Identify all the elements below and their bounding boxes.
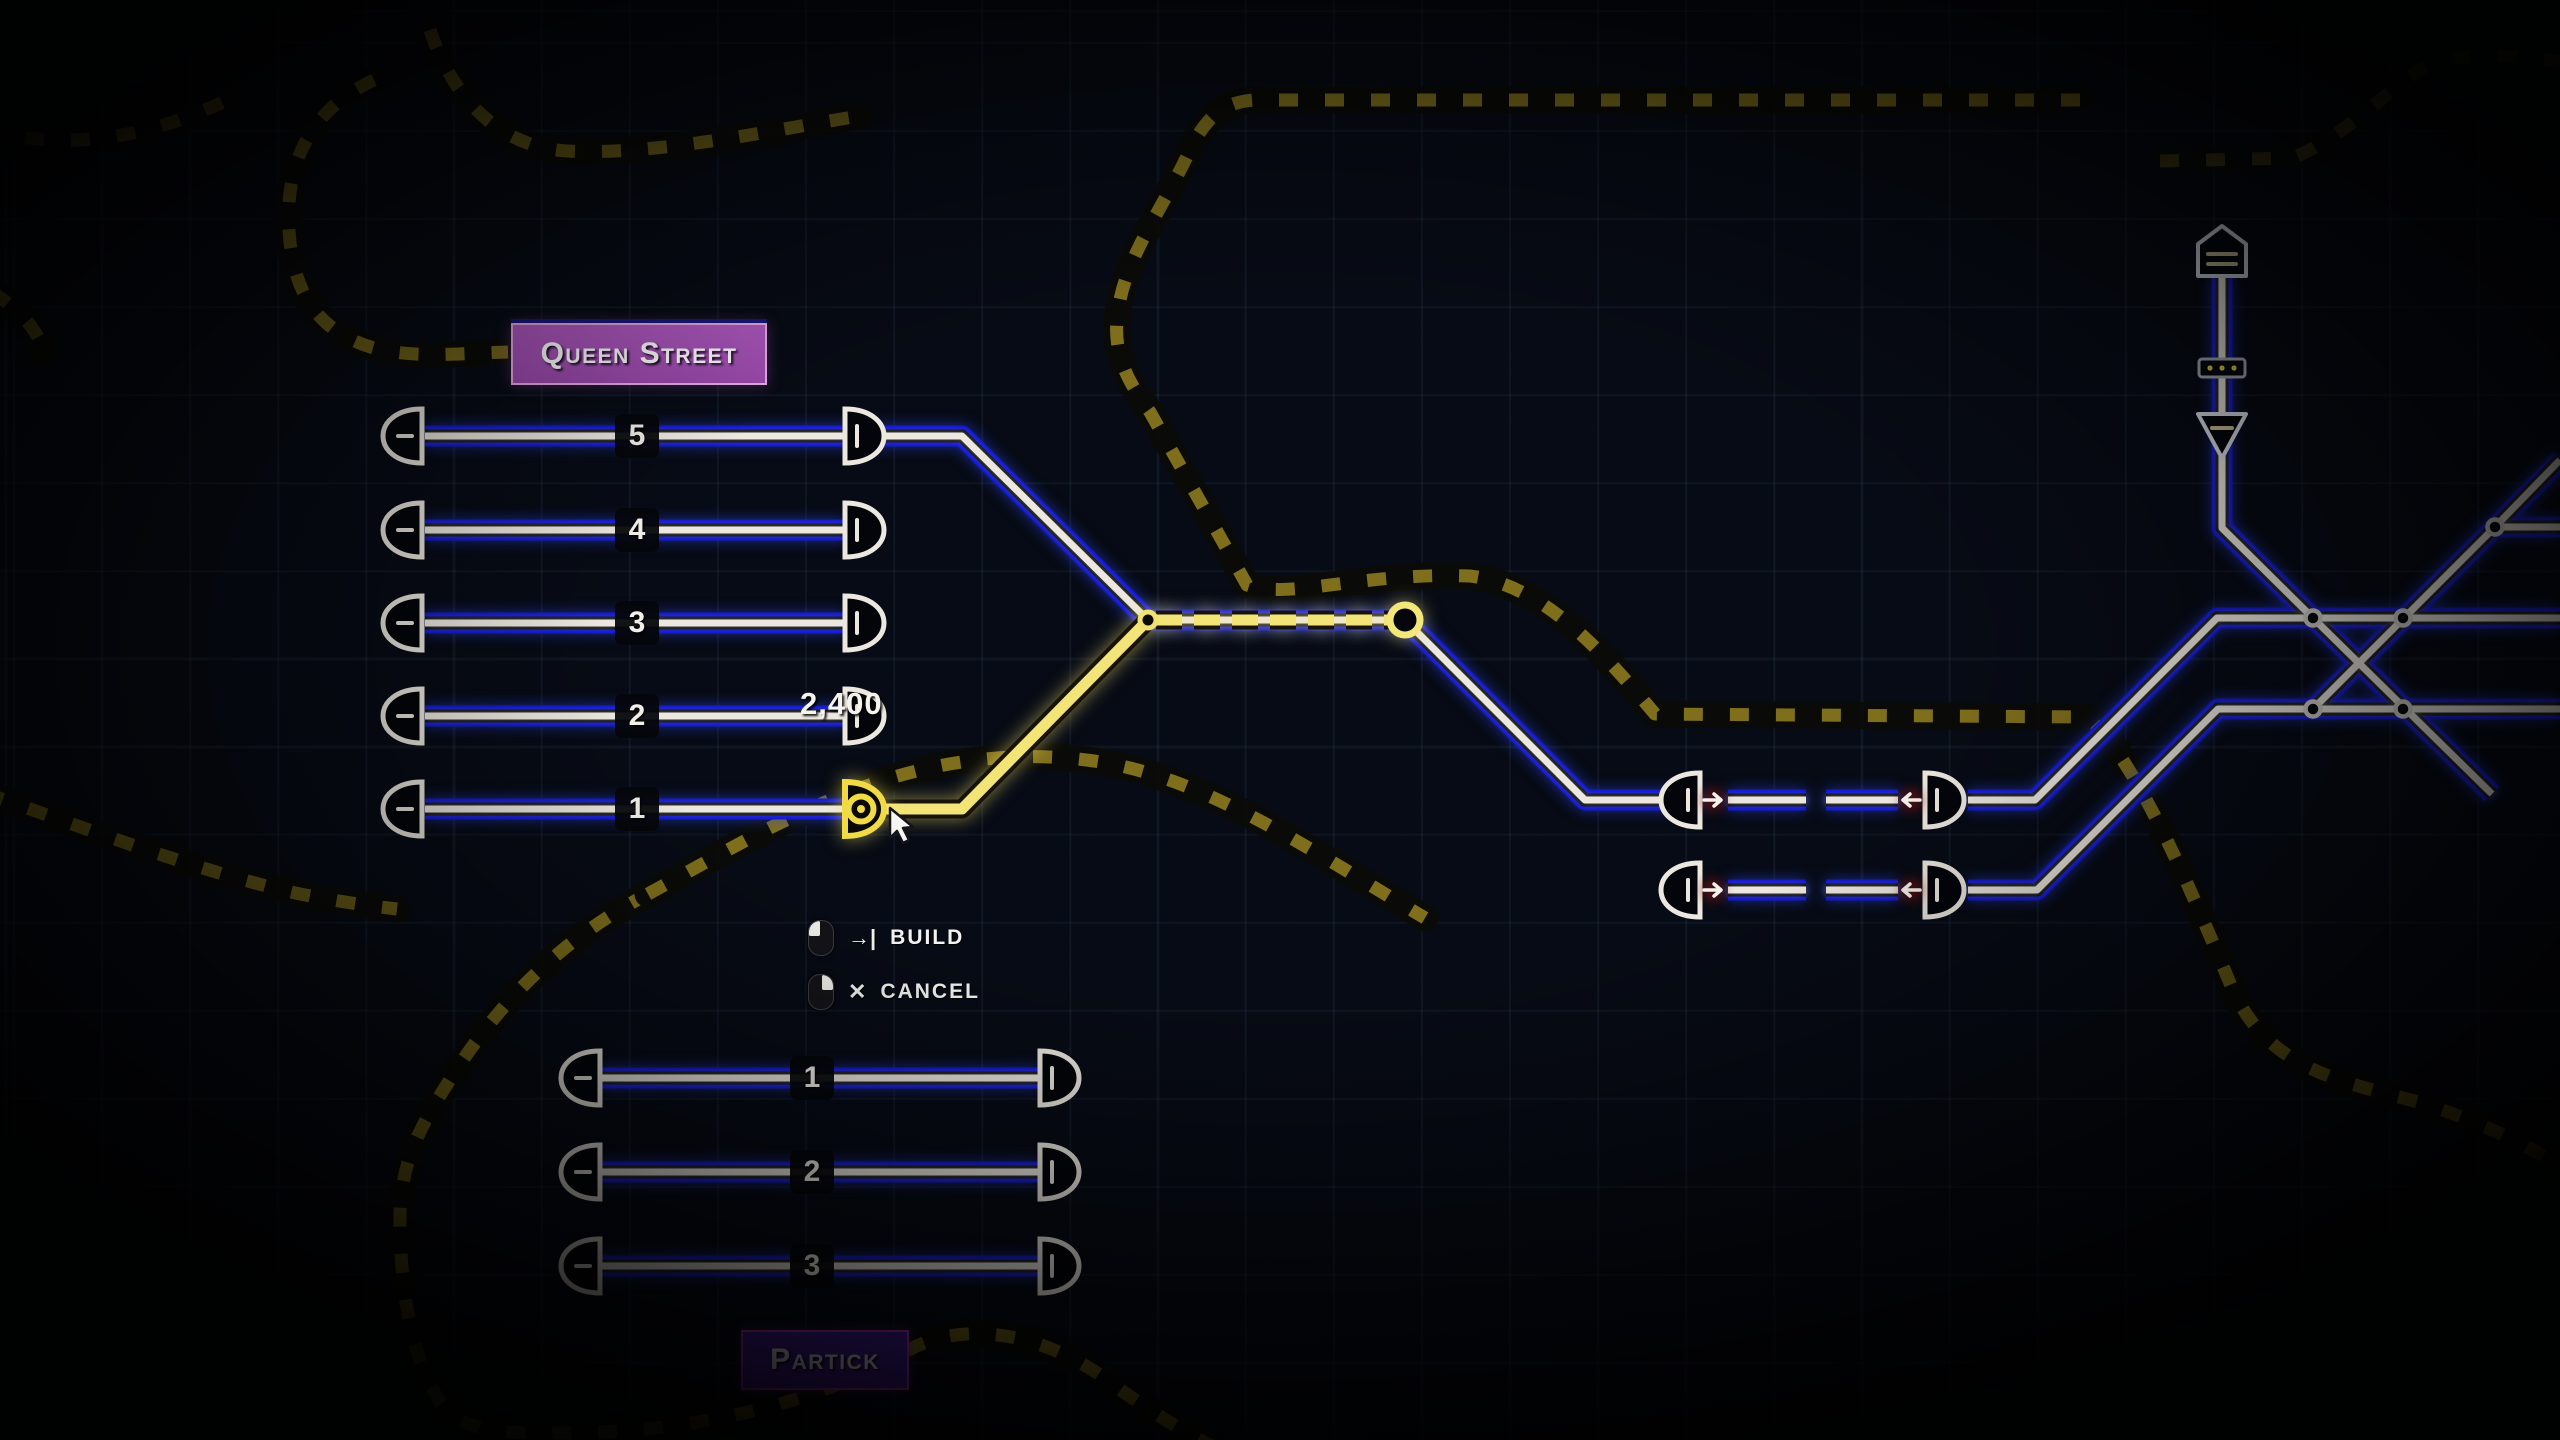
endpoint-partick-2-right[interactable]: [1040, 1145, 1079, 1199]
endpoint-queen-4-left[interactable]: [383, 503, 422, 557]
platform-number-queen-2: 2: [615, 694, 659, 738]
endpoint-queen-4-right[interactable]: [845, 503, 884, 557]
platform-number-queen-3: 3: [615, 601, 659, 645]
right-mouse-button-icon: [808, 974, 834, 1010]
endpoint-queen-2-left[interactable]: [383, 689, 422, 743]
endpoint-partick-2-left[interactable]: [561, 1145, 600, 1199]
platform-number-partick-1: 1: [790, 1056, 834, 1100]
endpoint-queen-1-selected[interactable]: [842, 778, 887, 840]
hazard-band-left-edge: [0, 281, 411, 923]
portal-lower-right[interactable]: [1925, 863, 1964, 917]
endpoint-queen-3-right[interactable]: [845, 596, 884, 650]
endpoint-partick-1-left[interactable]: [561, 1051, 600, 1105]
platform-number-queen-5: 5: [615, 414, 659, 458]
station-name: Partick: [770, 1343, 880, 1376]
platform-number-queen-4: 4: [615, 508, 659, 552]
signal-triangle-icon[interactable]: [2196, 412, 2248, 460]
endpoint-queen-5-left[interactable]: [383, 409, 422, 463]
build-hint: →| BUILD: [808, 920, 964, 956]
station-label-partick: Partick: [741, 1330, 909, 1390]
hazard-bands: [0, 16, 2560, 1440]
sensor-dots-icon[interactable]: [2197, 357, 2247, 379]
endpoint-partick-3-right[interactable]: [1040, 1239, 1079, 1293]
endpoint-queen-5-right[interactable]: [845, 409, 884, 463]
left-mouse-button-icon: [808, 920, 834, 956]
cancel-glyph-icon: ✕: [848, 979, 867, 1004]
platform-number-partick-2: 2: [790, 1150, 834, 1194]
portal-lower-left[interactable]: [1661, 863, 1700, 917]
hazard-band-top-right: [2146, 42, 2560, 175]
station-name: Queen Street: [540, 337, 738, 370]
junction-node[interactable]: [1137, 609, 1159, 631]
endpoint-partick-1-right[interactable]: [1040, 1051, 1079, 1105]
build-glyph-icon: →|: [848, 925, 877, 950]
endpoint-queen-3-left[interactable]: [383, 596, 422, 650]
endpoint-partick-3-left[interactable]: [561, 1239, 600, 1293]
station-label-queen-street: Queen Street: [511, 323, 767, 385]
cancel-hint-label: CANCEL: [880, 980, 980, 1003]
portal-upper-right[interactable]: [1925, 773, 1964, 827]
signal-ring-node[interactable]: [1386, 601, 1424, 639]
build-hint-label: BUILD: [890, 926, 965, 949]
hazard-band-partick-loop: [386, 743, 1439, 1440]
depot-house-icon[interactable]: [2196, 224, 2248, 278]
hazard-band-top-mid: [416, 16, 874, 166]
cancel-hint: ✕ CANCEL: [808, 974, 980, 1010]
platform-number-partick-3: 3: [790, 1244, 834, 1288]
build-cost: 2,400: [800, 686, 883, 721]
hazard-band-top-left: [0, 82, 249, 154]
endpoint-queen-1-left[interactable]: [383, 782, 422, 836]
platform-number-queen-1: 1: [615, 787, 659, 831]
portal-upper-left[interactable]: [1661, 773, 1700, 827]
